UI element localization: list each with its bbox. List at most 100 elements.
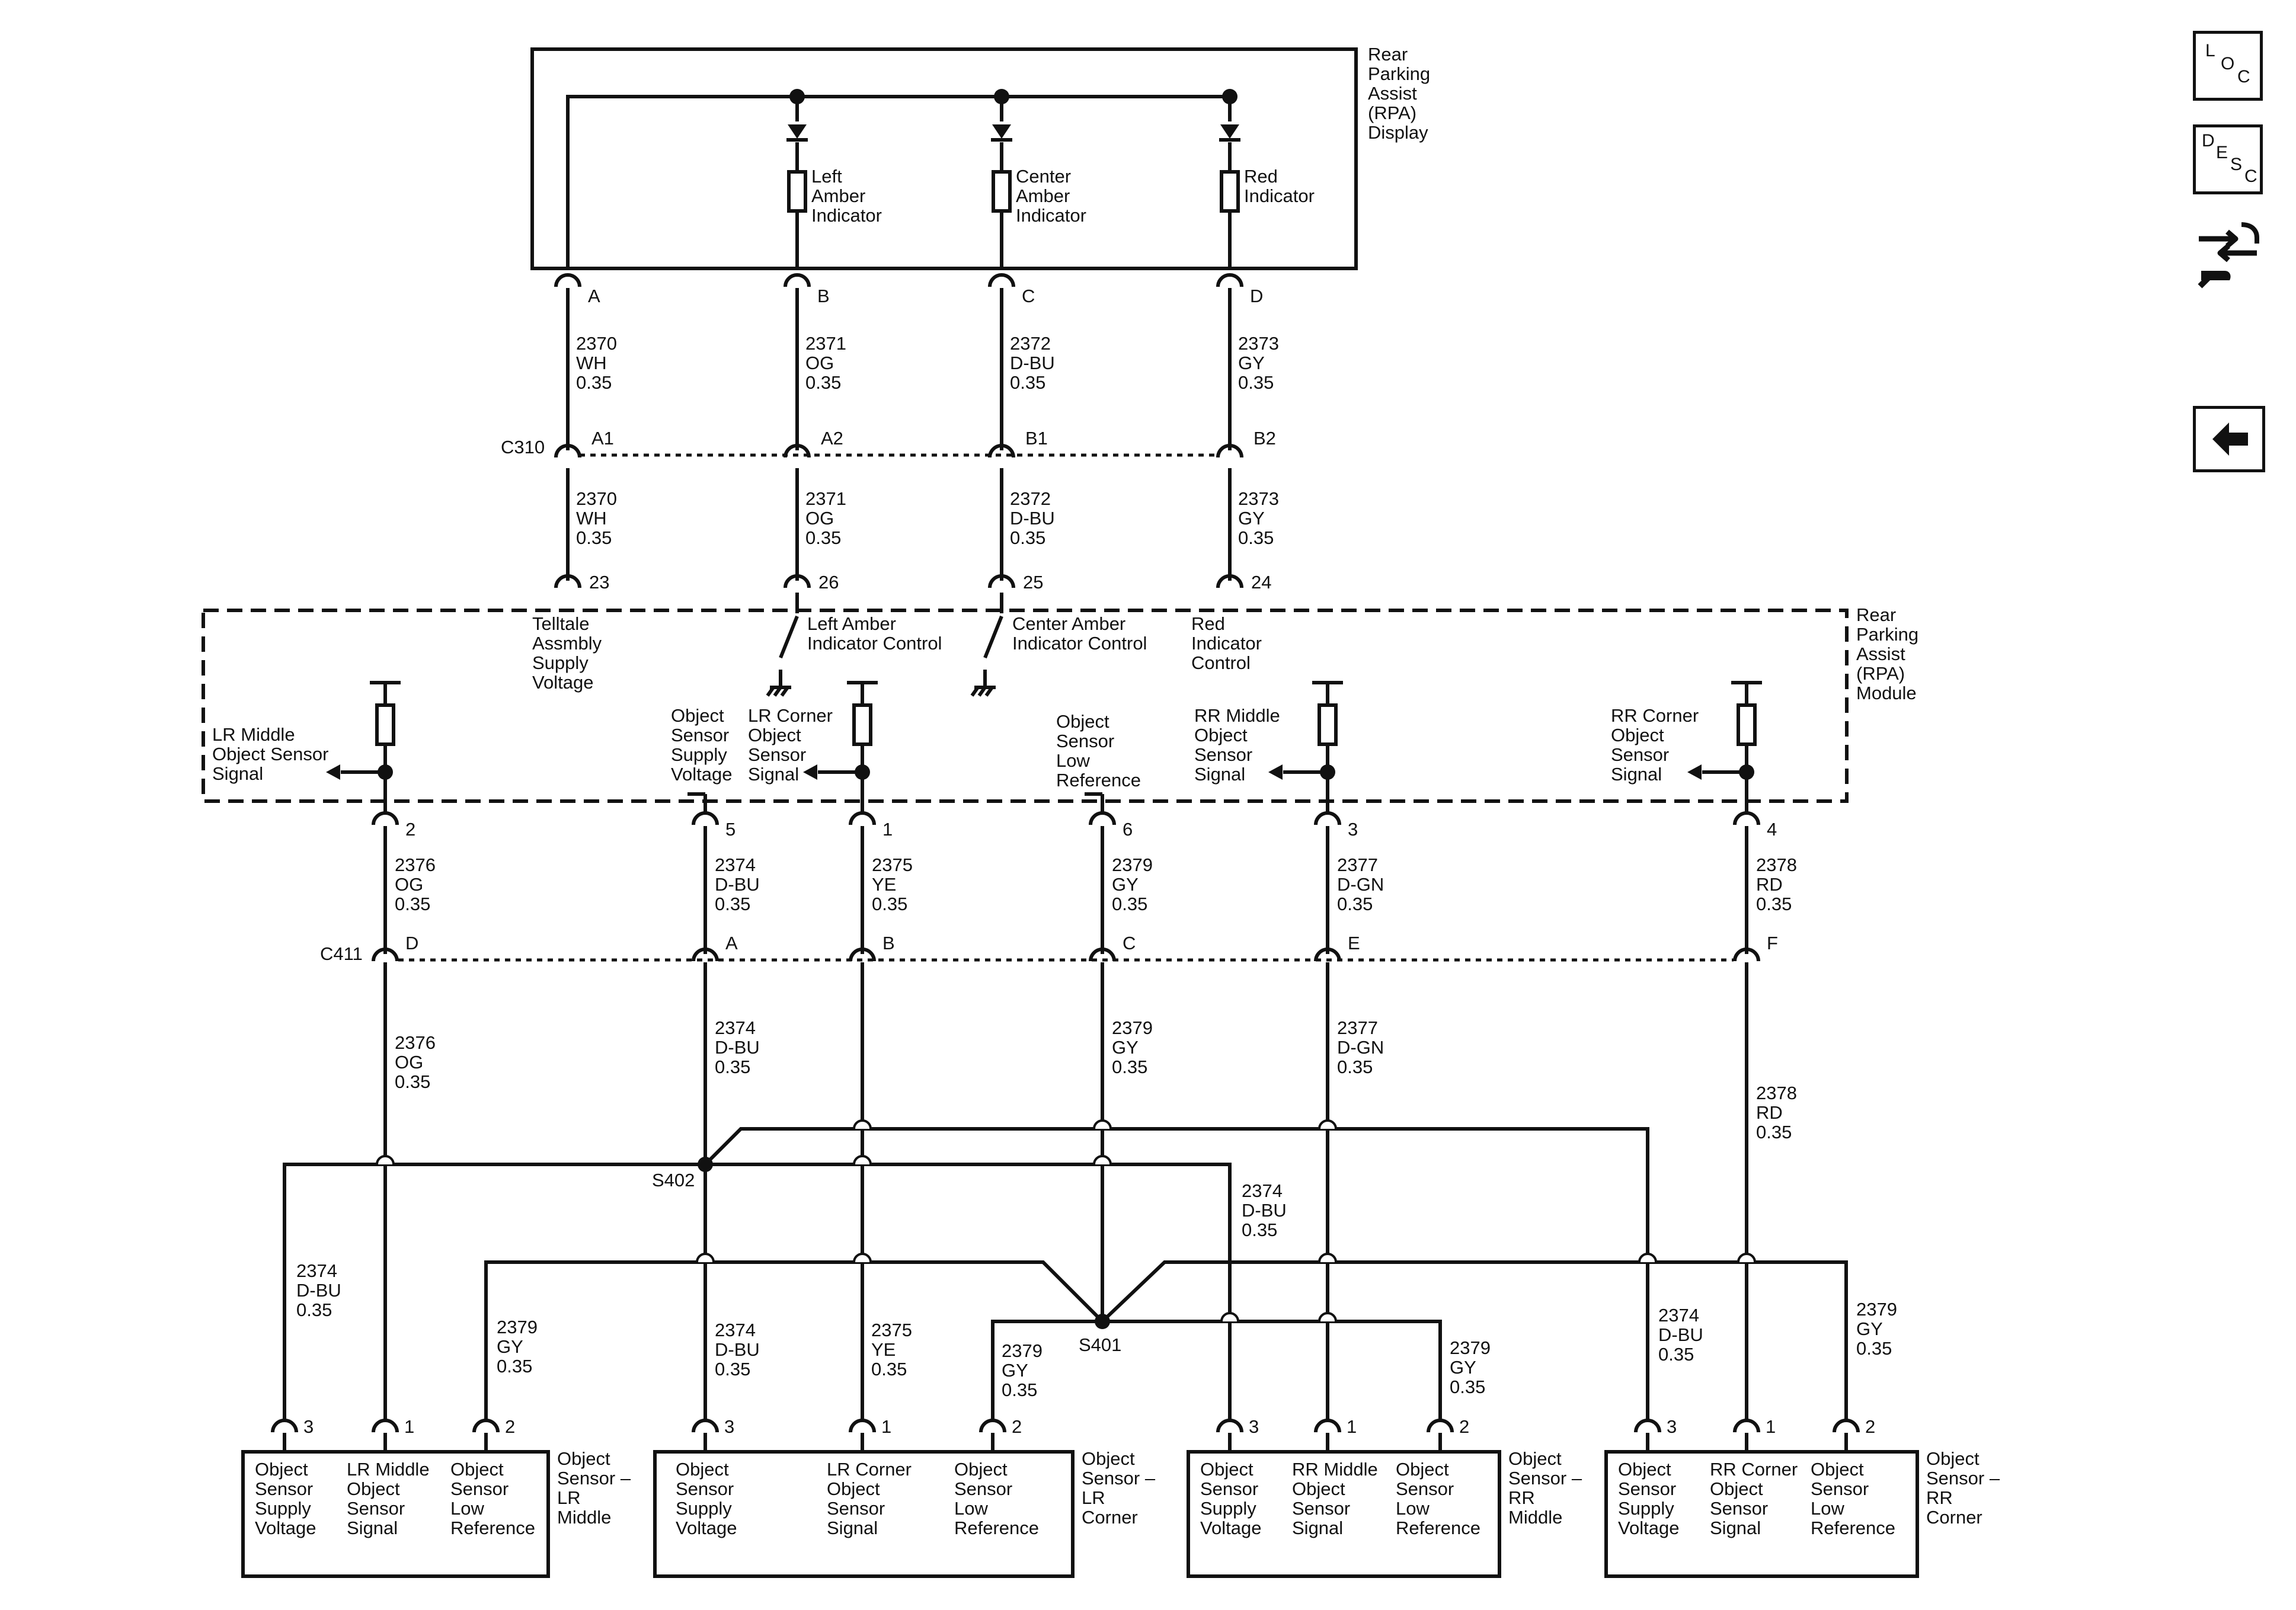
wire-label: 2379 bbox=[1002, 1340, 1043, 1361]
wire-label: 2374 bbox=[715, 1017, 756, 1038]
ground-icon bbox=[766, 686, 775, 697]
wire-label: D-BU bbox=[296, 1280, 341, 1301]
desc-letter: D bbox=[2202, 131, 2215, 151]
ground-icon bbox=[780, 686, 789, 697]
back-button[interactable] bbox=[2193, 406, 2265, 472]
rpa-module-title: Assist bbox=[1856, 644, 1905, 664]
wire-crossover bbox=[853, 1253, 872, 1263]
sensor-cell-label: Voltage bbox=[1618, 1518, 1679, 1538]
splice-s402-label: S402 bbox=[652, 1170, 695, 1190]
sensor-signal-label: Signal bbox=[212, 763, 263, 784]
junction-dot bbox=[1320, 764, 1335, 780]
wire-label: 2371 bbox=[805, 333, 846, 354]
sensor-cell-label: Object bbox=[676, 1459, 729, 1480]
sensor-low-ref-label: Low bbox=[1056, 750, 1090, 771]
wire-label: 2374 bbox=[1658, 1305, 1699, 1326]
pullup-resistor-icon bbox=[375, 703, 395, 746]
wire-label: 0.35 bbox=[805, 527, 841, 548]
module-pin-label: 24 bbox=[1251, 572, 1271, 593]
wire-crossover bbox=[1737, 1253, 1756, 1263]
sensor-cell-label: Signal bbox=[1710, 1518, 1761, 1538]
module-pin-label: 6 bbox=[1123, 819, 1133, 840]
wire-label: 2373 bbox=[1238, 488, 1279, 509]
wire-label: 0.35 bbox=[1856, 1338, 1892, 1359]
wire-label: 0.35 bbox=[1112, 1057, 1147, 1077]
wire-label: 2372 bbox=[1010, 488, 1051, 509]
wire-label: 0.35 bbox=[1112, 894, 1147, 914]
ground-icon bbox=[970, 686, 980, 697]
module-pin-terminal bbox=[784, 574, 811, 588]
display-pin-terminal bbox=[554, 273, 581, 287]
display-bus bbox=[566, 95, 1232, 267]
sensor-signal-label: Sensor bbox=[748, 744, 806, 765]
object-sensor-title: Sensor – bbox=[1508, 1468, 1582, 1489]
wire-label: 2370 bbox=[576, 333, 617, 354]
object-sensor-title: Object bbox=[557, 1448, 610, 1469]
sensor-cell-label: Sensor bbox=[347, 1498, 405, 1519]
c310-terminal bbox=[784, 444, 811, 458]
sensor-cell-label: LR Middle bbox=[347, 1459, 430, 1480]
loc-button[interactable]: L O C bbox=[2193, 31, 2263, 101]
red-control-label: Indicator bbox=[1191, 633, 1262, 654]
sensor-pin-label: 1 bbox=[404, 1416, 414, 1437]
sensor-cell-label: Voltage bbox=[1200, 1518, 1261, 1538]
sensor-cell-label: Sensor bbox=[1811, 1478, 1869, 1499]
sensor-cell-label: Reference bbox=[1396, 1518, 1480, 1538]
wire-label: OG bbox=[805, 353, 834, 373]
wire-label: D-BU bbox=[715, 1037, 760, 1058]
module-pin-terminal bbox=[692, 811, 719, 825]
wire-label: 2374 bbox=[715, 854, 756, 875]
loc-letter: O bbox=[2221, 54, 2235, 73]
sensor-cell-label: Reference bbox=[1811, 1518, 1895, 1538]
sensor-signal-label: Object bbox=[1611, 725, 1664, 745]
sensor-cell-label: Object bbox=[1292, 1478, 1345, 1499]
sensor-cell-label: Sensor bbox=[1200, 1478, 1258, 1499]
sensor-signal-label: RR Middle bbox=[1194, 705, 1280, 726]
wire-crossover bbox=[1318, 1253, 1337, 1263]
labels: RearParkingAssist(RPA)DisplayLeftAmberIn… bbox=[212, 44, 2000, 1538]
desc-button[interactable]: D E S C bbox=[2193, 124, 2263, 194]
junction-dot bbox=[789, 89, 805, 104]
wire-label: 2379 bbox=[497, 1317, 538, 1337]
wire-crossover bbox=[1093, 1155, 1112, 1165]
wire-label: 0.35 bbox=[715, 1359, 750, 1379]
wire-label: 2376 bbox=[395, 854, 436, 875]
junction-dot bbox=[1222, 89, 1237, 104]
connector-wrench-icon[interactable] bbox=[2193, 216, 2263, 293]
display-pin-terminal bbox=[784, 273, 811, 287]
rpa-display-title: Display bbox=[1368, 122, 1428, 143]
wire-label: 0.35 bbox=[1242, 1219, 1277, 1240]
module-pin-label: 2 bbox=[405, 819, 415, 840]
sensor-pin-label: 2 bbox=[1459, 1416, 1469, 1437]
arrow-icon bbox=[803, 764, 817, 780]
object-sensor-title: Corner bbox=[1082, 1507, 1138, 1528]
display-pin-terminal bbox=[988, 273, 1015, 287]
object-sensor-title: Corner bbox=[1926, 1507, 1982, 1528]
led-resistor-icon bbox=[1220, 170, 1240, 213]
wire-label: 2374 bbox=[296, 1260, 337, 1281]
junction-dot bbox=[1739, 764, 1754, 780]
sensor-pin-terminal bbox=[692, 1419, 719, 1433]
c411-pin-label: D bbox=[405, 933, 418, 953]
module-pin-label: 5 bbox=[725, 819, 736, 840]
object-sensor-title: LR bbox=[1082, 1487, 1105, 1508]
sensor-cell-label: Reference bbox=[450, 1518, 535, 1538]
sensor-cell-label: Sensor bbox=[1396, 1478, 1454, 1499]
rpa-display-box bbox=[530, 47, 1358, 270]
wire-crossover bbox=[1318, 1312, 1337, 1322]
left-amber-switch bbox=[779, 615, 799, 659]
sensor-pin-terminal bbox=[1733, 1419, 1760, 1433]
center-amber-switch bbox=[983, 615, 1003, 659]
component-boxes bbox=[202, 47, 1919, 1578]
sensor-cell-label: Low bbox=[1396, 1498, 1430, 1519]
rpa-module-title: Module bbox=[1856, 683, 1917, 703]
module-pin-terminal bbox=[1314, 811, 1341, 825]
object-sensor-title: Middle bbox=[1508, 1507, 1562, 1528]
sensor-cell-label: Supply bbox=[255, 1498, 311, 1519]
sensor-cell-label: Sensor bbox=[1618, 1478, 1676, 1499]
sensor-supply-label: Supply bbox=[671, 744, 727, 765]
sensor-cell-label: RR Middle bbox=[1292, 1459, 1378, 1480]
wire-label: RD bbox=[1756, 1102, 1783, 1123]
wire-label: 0.35 bbox=[715, 894, 750, 914]
sensor-cell-label: Object bbox=[255, 1459, 308, 1480]
